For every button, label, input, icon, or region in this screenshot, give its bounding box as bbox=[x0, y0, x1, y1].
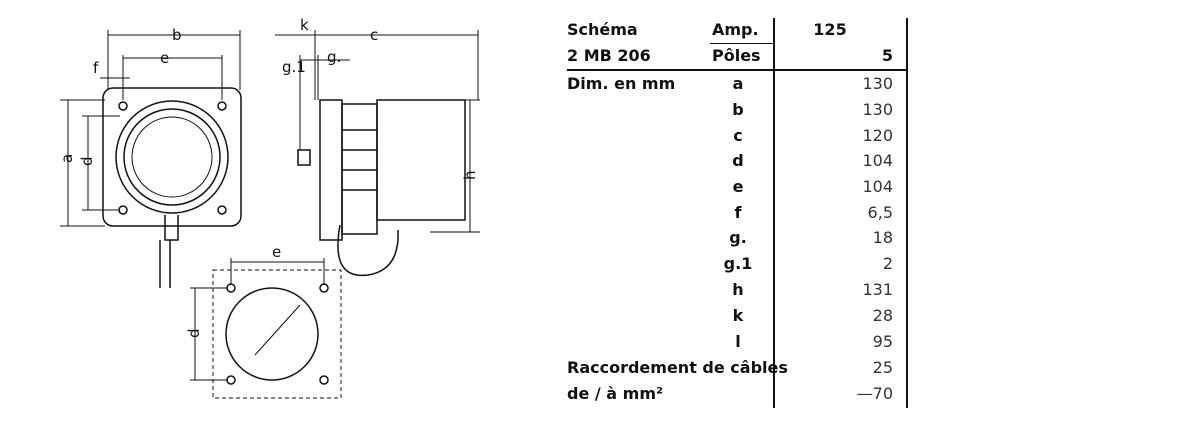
dim-label: Dim. en mm bbox=[567, 74, 676, 93]
schema-label: Schéma bbox=[567, 20, 638, 39]
cable-value-max: —70 bbox=[856, 384, 893, 403]
front-view bbox=[60, 30, 242, 288]
header-rule bbox=[567, 69, 908, 71]
row-value: 6,5 bbox=[867, 203, 893, 222]
table-right-border bbox=[906, 18, 908, 408]
row-value: 2 bbox=[882, 254, 893, 273]
amp-underline bbox=[710, 43, 774, 44]
row-key: f bbox=[734, 203, 742, 222]
cable-value-min: 25 bbox=[872, 358, 893, 377]
cable-unit-label: de / à mm² bbox=[567, 384, 664, 403]
dim-label-k: k bbox=[300, 16, 309, 34]
row-value: 104 bbox=[862, 177, 893, 196]
row-key: b bbox=[732, 100, 744, 119]
column-divider bbox=[773, 18, 775, 408]
row-value: 120 bbox=[862, 126, 893, 145]
row-key: k bbox=[732, 306, 744, 325]
amp-label: Amp. bbox=[712, 20, 759, 39]
row-value: 95 bbox=[872, 332, 893, 351]
row-value: 130 bbox=[862, 100, 893, 119]
dim-label-g1: g.1 bbox=[282, 58, 306, 76]
dim-label-h: h bbox=[461, 170, 479, 180]
dim-label-e: e bbox=[160, 49, 169, 67]
row-key: e bbox=[732, 177, 744, 196]
dim-label-b: b bbox=[172, 26, 182, 44]
cable-label: Raccordement de câbles bbox=[567, 358, 788, 377]
row-key: a bbox=[732, 74, 744, 93]
row-value: 28 bbox=[872, 306, 893, 325]
row-value: 131 bbox=[862, 280, 893, 299]
schema-code: 2 MB 206 bbox=[567, 46, 651, 65]
row-key: c bbox=[733, 126, 743, 145]
panel-cutout-view bbox=[190, 258, 342, 399]
dim-label-e-cutout: e bbox=[272, 243, 281, 261]
dim-label-f: f bbox=[93, 59, 99, 77]
technical-drawing: b e f a d k c g.1 g. h e d bbox=[58, 16, 480, 399]
dim-label-d: d bbox=[78, 156, 96, 166]
row-key: g.1 bbox=[723, 254, 753, 273]
poles-label: Pôles bbox=[712, 46, 761, 65]
amp-value: 125 bbox=[813, 20, 847, 39]
row-key: l bbox=[735, 332, 741, 351]
row-key: g. bbox=[729, 228, 747, 247]
dim-label-a: a bbox=[58, 154, 76, 163]
dim-label-d-cutout: d bbox=[185, 328, 203, 338]
row-key: h bbox=[732, 280, 744, 299]
row-value: 18 bbox=[872, 228, 893, 247]
row-value: 130 bbox=[862, 74, 893, 93]
side-view bbox=[275, 30, 480, 277]
row-key: d bbox=[732, 151, 744, 170]
dim-label-g: g. bbox=[327, 48, 341, 66]
row-value: 104 bbox=[862, 151, 893, 170]
poles-value: 5 bbox=[881, 46, 893, 65]
dim-label-c: c bbox=[370, 26, 378, 44]
